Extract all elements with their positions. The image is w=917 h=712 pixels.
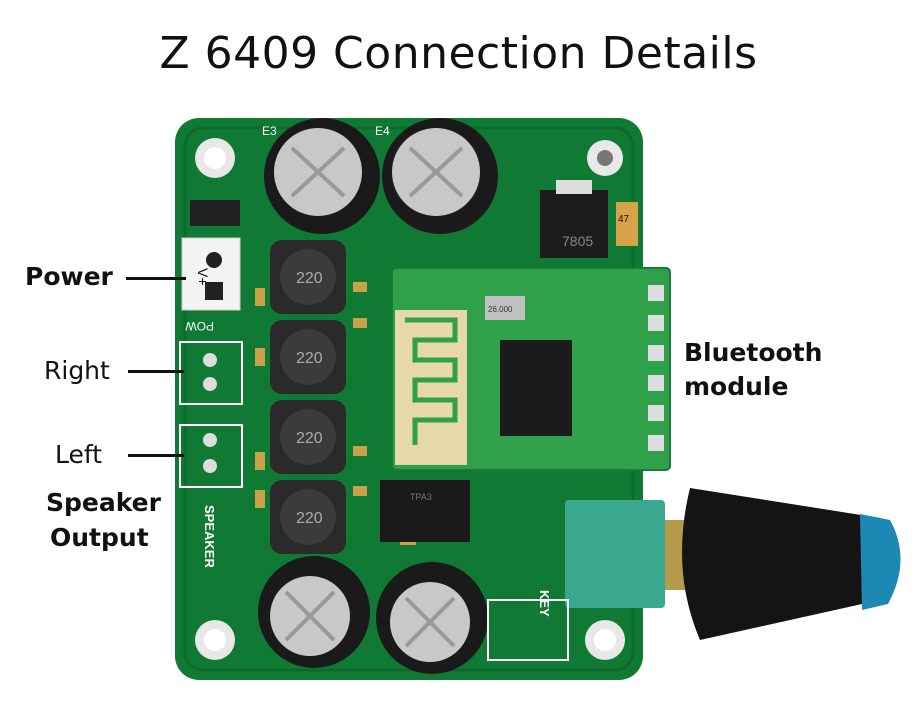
capacitor-e2 — [376, 562, 488, 674]
regulator-7805 — [540, 190, 608, 258]
svg-text:47: 47 — [618, 214, 630, 225]
inductor-l3: 220 — [270, 400, 346, 474]
svg-text:220: 220 — [296, 270, 323, 287]
left-pointer — [128, 454, 184, 457]
svg-text:26.000: 26.000 — [488, 305, 513, 314]
svg-text:TPA3: TPA3 — [410, 492, 432, 502]
bluetooth-module: 26.000 — [391, 267, 671, 471]
svg-text:220: 220 — [296, 510, 323, 527]
mounting-hole-icon — [585, 620, 625, 660]
volume-knob-icon — [682, 488, 901, 640]
power-pointer — [126, 277, 186, 280]
bluetooth-label-line1: Bluetooth — [684, 338, 823, 367]
svg-text:POW: POW — [185, 319, 214, 333]
capacitor-e4 — [382, 118, 498, 234]
speaker-output-label-line1: Speaker — [46, 488, 161, 517]
inductor-l2: 220 — [270, 320, 346, 394]
svg-text:220: 220 — [296, 430, 323, 447]
right-label: Right — [44, 356, 110, 385]
svg-text:E4: E4 — [375, 124, 390, 138]
svg-text:KEY: KEY — [537, 590, 552, 617]
mounting-hole-icon — [195, 620, 235, 660]
amplifier-chip — [380, 480, 470, 542]
bluetooth-chip — [500, 340, 572, 436]
left-label: Left — [55, 440, 103, 469]
capacitor-e3 — [264, 118, 380, 234]
right-pointer — [128, 370, 184, 373]
capacitor-e1 — [258, 556, 370, 668]
svg-text:220: 220 — [296, 350, 323, 367]
inductor-l4: 220 — [270, 240, 346, 314]
svg-text:SPEAKER: SPEAKER — [202, 505, 217, 568]
potentiometer-body — [565, 500, 665, 608]
inductor-l1: 220 — [270, 480, 346, 554]
mounting-hole-icon — [587, 140, 623, 176]
mounting-hole-icon — [195, 138, 235, 178]
page-title: Z 6409 Connection Details — [159, 28, 758, 79]
svg-text:E3: E3 — [262, 124, 277, 138]
bluetooth-label-line2: module — [684, 372, 789, 401]
svg-text:7805: 7805 — [562, 233, 593, 249]
speaker-output-label-line2: Output — [50, 523, 149, 552]
svg-text:V+: V+ — [195, 268, 211, 286]
power-label: Power — [25, 262, 113, 291]
